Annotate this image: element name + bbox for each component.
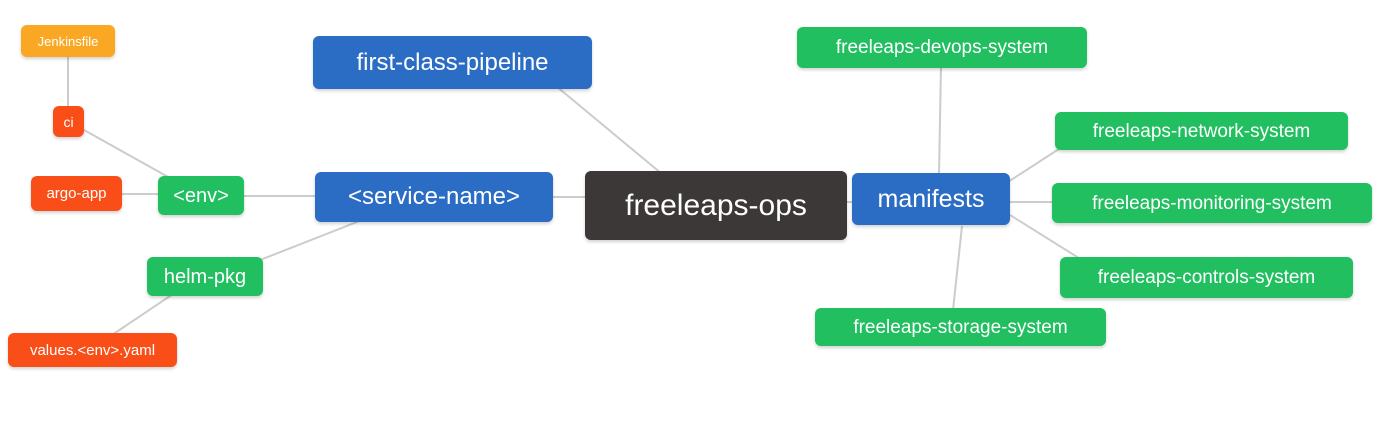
node-argo-app[interactable]: argo-app <box>31 176 122 211</box>
edge-first-class-pipeline-ops <box>555 85 663 175</box>
edge-ci-env <box>83 129 171 179</box>
node-jenkinsfile[interactable]: Jenkinsfile <box>21 25 115 57</box>
edge-manifests-network-system <box>1007 146 1063 183</box>
edge-helm-pkg-values <box>111 293 174 336</box>
edge-manifests-storage-system <box>952 225 963 311</box>
edge-service-name-helm-pkg <box>254 219 363 263</box>
node-freeleaps-network-system[interactable]: freeleaps-network-system <box>1055 112 1348 150</box>
node-values-env-yaml[interactable]: values.<env>.yaml <box>8 333 177 367</box>
edge-manifests-controls-system <box>1009 214 1083 261</box>
node-ci[interactable]: ci <box>53 106 84 137</box>
edge-manifests-devops-system <box>938 65 942 176</box>
node-freeleaps-ops-root[interactable]: freeleaps-ops <box>585 171 847 240</box>
node-freeleaps-controls-system[interactable]: freeleaps-controls-system <box>1060 257 1353 298</box>
node-manifests[interactable]: manifests <box>852 173 1010 225</box>
node-freeleaps-monitoring-system[interactable]: freeleaps-monitoring-system <box>1052 183 1372 223</box>
node-service-name[interactable]: <service-name> <box>315 172 553 222</box>
node-first-class-pipeline[interactable]: first-class-pipeline <box>313 36 592 89</box>
node-helm-pkg[interactable]: helm-pkg <box>147 257 263 296</box>
node-freeleaps-storage-system[interactable]: freeleaps-storage-system <box>815 308 1106 346</box>
node-env[interactable]: <env> <box>158 176 244 215</box>
node-freeleaps-devops-system[interactable]: freeleaps-devops-system <box>797 27 1087 68</box>
